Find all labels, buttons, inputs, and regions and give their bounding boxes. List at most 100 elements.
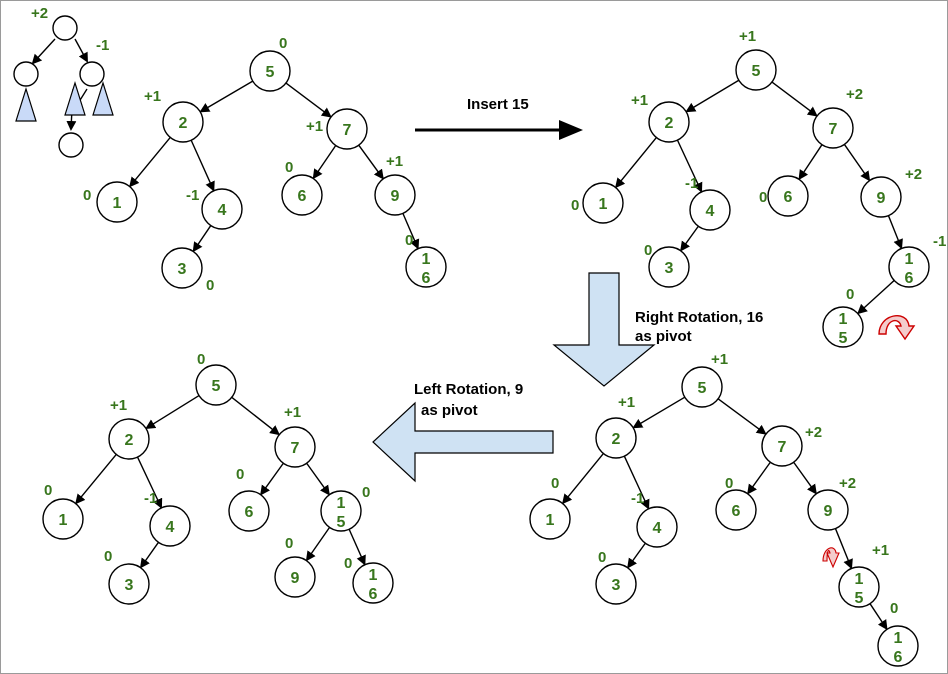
- tree-edge: [627, 542, 646, 569]
- legend-grandchild-node: [58, 132, 84, 158]
- balance-factor: 0: [285, 159, 293, 176]
- node-value: 4: [706, 203, 715, 220]
- tree-node: 9+2: [807, 475, 856, 531]
- node-circle: [274, 426, 316, 468]
- tree-node: 4 -1: [144, 490, 191, 547]
- tree-node: 4-1: [186, 187, 243, 230]
- balance-factor: 0: [44, 482, 52, 499]
- tree-edge: [562, 453, 604, 505]
- balance-factor: +1: [386, 153, 403, 170]
- balance-factor: +1: [711, 351, 728, 368]
- tree-node: 60: [759, 175, 809, 217]
- node-value: 6: [298, 188, 307, 205]
- balance-factor: 0: [362, 484, 370, 501]
- tree-node: 10: [529, 475, 571, 540]
- tree-node: 10: [571, 182, 624, 224]
- left-rotation-step: Left Rotation, 9 as pivot: [372, 381, 554, 483]
- tree-edge: [843, 144, 871, 182]
- node-value: 9: [291, 570, 300, 587]
- node-circle: [96, 181, 138, 223]
- curved-rotation-arrow-icon: [878, 315, 916, 341]
- node-circle: [715, 489, 757, 531]
- tree-node: 7+2: [812, 86, 863, 149]
- balance-factor: -1: [631, 490, 644, 507]
- node-circle: [807, 489, 849, 531]
- balance-factor: 0: [890, 600, 898, 617]
- node-value: 9: [824, 503, 833, 520]
- balance-factor: +1: [739, 28, 756, 45]
- node-value: 6: [732, 503, 741, 520]
- tree-edge: [680, 225, 699, 252]
- balance-factor: 0: [197, 351, 205, 368]
- node-value: 5: [337, 514, 346, 531]
- node-value: 4: [653, 520, 662, 537]
- node-circle: [228, 490, 270, 532]
- balance-factor: 0: [571, 197, 579, 214]
- balance-factor: +1: [872, 542, 889, 559]
- tree-edge: [192, 225, 212, 253]
- tree-node: 9+2: [860, 166, 922, 218]
- balance-factor: 0: [759, 189, 767, 206]
- tree-edge: [145, 394, 200, 429]
- tree-edge: [632, 396, 686, 429]
- node-value: 2: [665, 115, 674, 132]
- tree-node: 4-1: [685, 175, 731, 231]
- legend-tree: +2 -1: [13, 5, 114, 158]
- balance-factor: 0: [598, 549, 606, 566]
- node-value: 1: [422, 251, 431, 268]
- left-rotation-caption-line2: as pivot: [421, 402, 478, 419]
- balance-factor: -1: [933, 233, 946, 250]
- tree-node: 4 -1: [631, 490, 678, 548]
- node-circle: [735, 49, 777, 91]
- balance-factor: +2: [805, 424, 822, 441]
- tree-edge: [857, 279, 895, 315]
- node-value: 6: [245, 504, 254, 521]
- node-circle: [108, 418, 150, 460]
- legend-edge: [31, 38, 56, 65]
- triangle-subtree-icon: [64, 80, 86, 116]
- tree-node: 5+1: [681, 351, 728, 408]
- balance-factor: 0: [206, 277, 214, 294]
- node-value: 1: [905, 251, 914, 268]
- node-value: 1: [855, 571, 864, 588]
- balance-factor: 0: [83, 187, 91, 204]
- tree-edge: [312, 145, 337, 180]
- balance-factor: +1: [284, 404, 301, 421]
- right-rotation-step: Right Rotation, 16 as pivot: [552, 272, 763, 387]
- tree-edge: [623, 455, 650, 510]
- node-value: 5: [698, 380, 707, 397]
- tree-node: 2+1: [108, 397, 150, 460]
- legend-right-node: [79, 61, 105, 87]
- node-circle: [812, 107, 854, 149]
- tree-node: 16-1: [888, 233, 946, 288]
- balance-factor: 0: [279, 35, 287, 52]
- balance-factor: -1: [144, 490, 157, 507]
- right-rotation-caption-line2: as pivot: [635, 328, 692, 345]
- tree-edge: [402, 213, 420, 250]
- node-circle: [761, 425, 803, 467]
- balance-factor: -1: [186, 187, 199, 204]
- node-value: 1: [599, 196, 608, 213]
- node-value: 4: [166, 519, 175, 536]
- tree-node: 90: [274, 535, 316, 598]
- tree-node: 60: [715, 475, 757, 531]
- balance-factor: +2: [846, 86, 863, 103]
- tree-edge: [834, 528, 853, 570]
- tree-node: 7+1: [274, 404, 316, 468]
- tree-node: 9+1: [374, 153, 416, 216]
- node-circle: [636, 506, 678, 548]
- node-value: 5: [855, 590, 864, 607]
- node-value: 3: [665, 260, 674, 277]
- node-value: 9: [877, 190, 886, 207]
- node-circle: [595, 417, 637, 459]
- node-value: 5: [212, 378, 221, 395]
- tree-edge: [139, 541, 160, 569]
- tree-node: 10: [42, 482, 84, 540]
- node-circle: [281, 174, 323, 216]
- tree-node: 30: [161, 247, 214, 294]
- node-circle: [877, 625, 919, 667]
- node-circle: [352, 562, 394, 604]
